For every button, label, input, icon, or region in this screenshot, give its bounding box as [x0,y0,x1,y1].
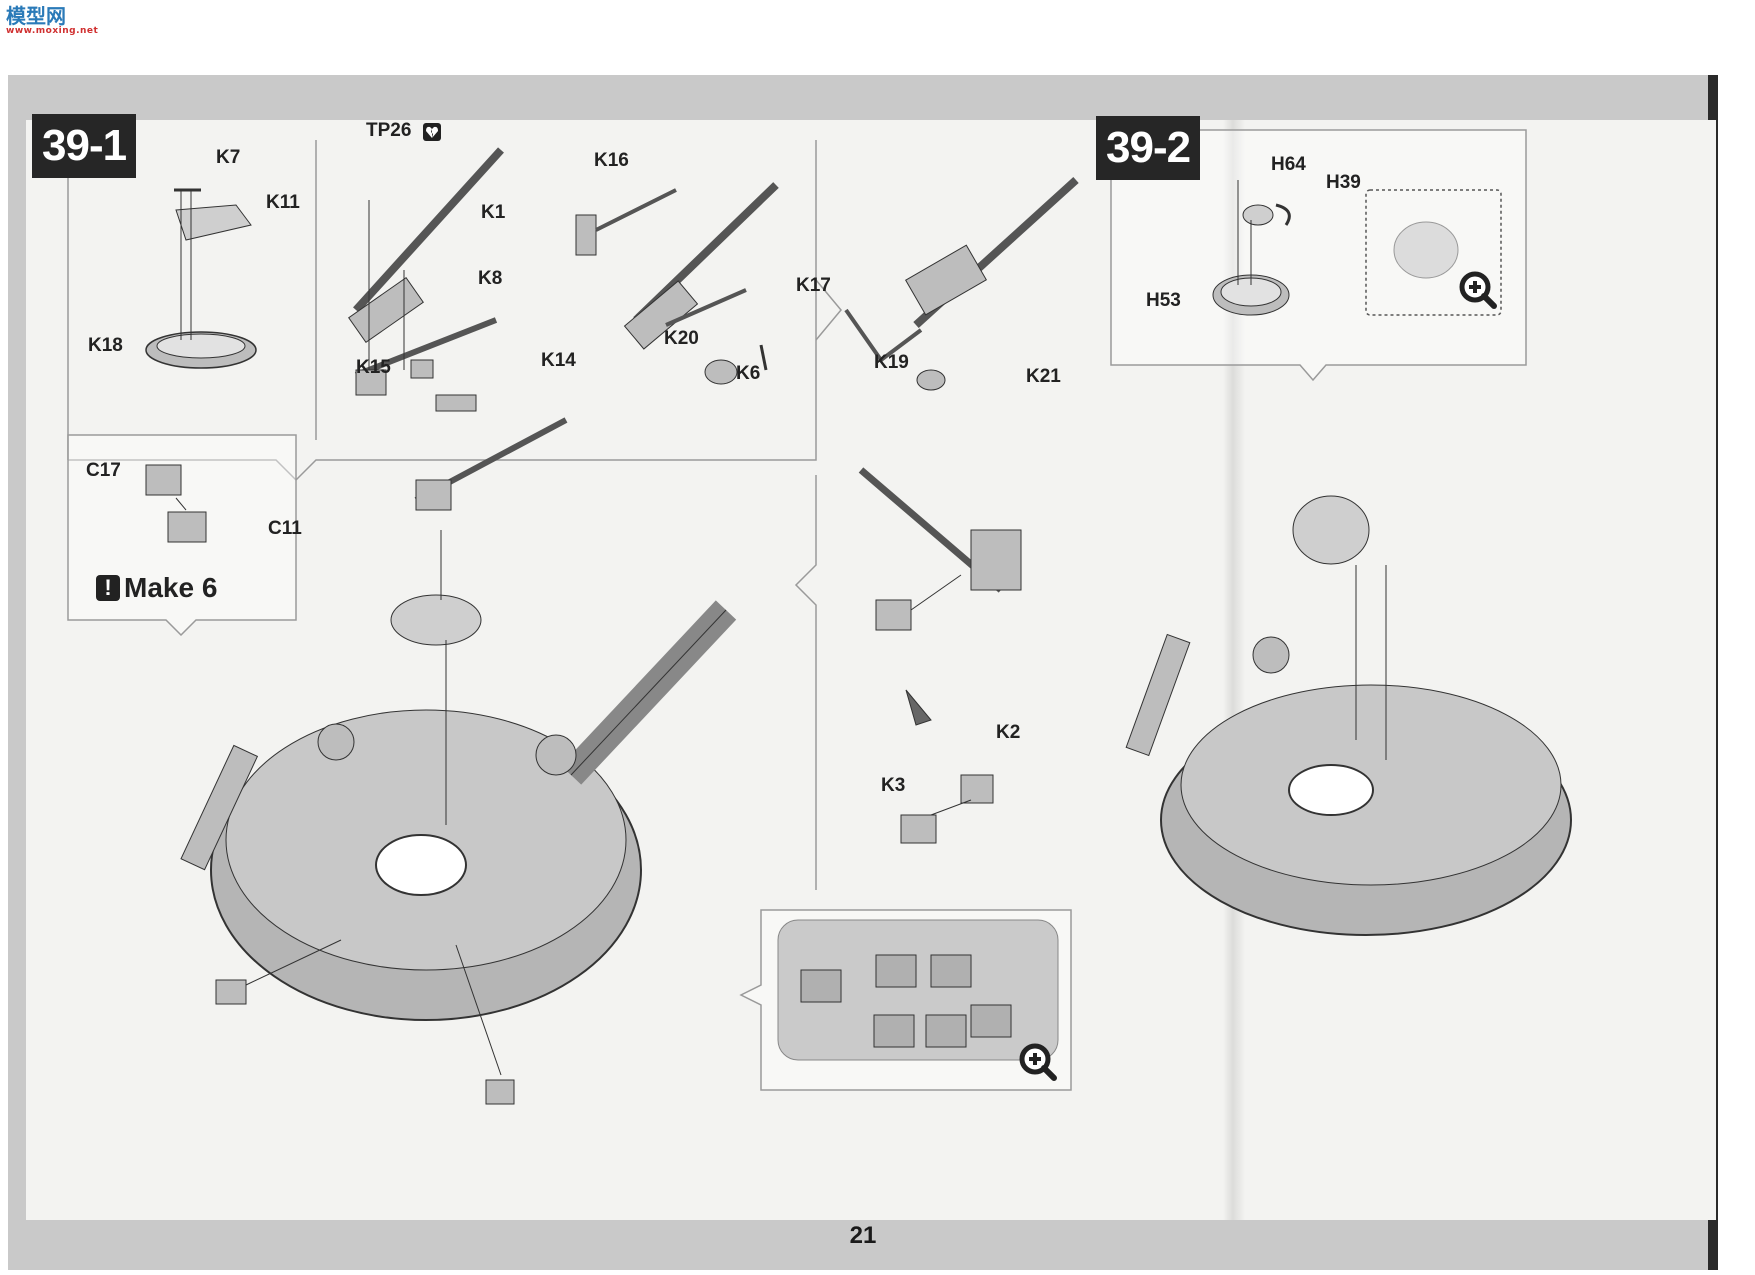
part-label-k8: K8 [478,268,503,289]
assembly-illustrations [67,129,1572,1105]
tank-turret-main [180,417,737,1105]
part-label-k11: K11 [266,192,300,213]
tank-turret-step39-2 [1125,495,1572,936]
machine-gun-assembly-1 [348,147,504,412]
machine-gun-assembly-3 [844,177,1079,391]
part-label-k20: K20 [664,328,699,349]
upper-panel-outline [67,140,817,482]
broken-heart-icon [423,123,441,141]
exclamation-icon: ! [96,575,120,601]
hatch-assembly [145,188,257,369]
part-label-k21: K21 [1026,366,1061,387]
part-label-k2: K2 [996,722,1021,743]
part-label-k16: K16 [594,150,629,171]
part-label-h53: H53 [1146,290,1181,311]
step-badge-39-1: 39-1 [32,114,137,178]
step39-2-panel-outline [1110,129,1527,382]
part-label-k6: K6 [736,363,761,384]
part-label-tp26: TP26 [366,120,412,141]
panel-pointer [815,279,842,341]
ammo-box-assembly [145,464,207,543]
zoom-in-icon [1019,1043,1057,1081]
part-label-h64: H64 [1271,154,1306,175]
part-label-k14: K14 [541,350,576,371]
middle-panel-outline [794,475,817,890]
cupola-detail-frame [1365,189,1502,316]
part-label-k7: K7 [216,147,241,168]
part-label-h39: H39 [1326,172,1361,193]
zoom-in-icon [1459,271,1497,309]
cupola-detail-image [1393,221,1459,279]
make-6-text: Make 6 [124,572,218,603]
step-badge-39-2: 39-2 [1096,116,1201,180]
part-label-k1: K1 [481,202,506,223]
machine-gun-assembly-4 [858,467,1022,844]
instruction-sheet: 39-1 39-2 K7 K11 K18 TP26 K1 K8 K15 K14 … [8,75,1718,1270]
detail-ammo-boxes [800,954,1012,1048]
watermark-logo: 模型网 www.moxing.net [6,4,99,36]
direction-arrow [905,689,932,726]
part-label-k17: K17 [796,275,831,296]
cupola-assembly [1212,180,1291,316]
part-label-k19: K19 [874,352,909,373]
make-6-note: ! Make 6 [96,572,217,604]
part-label-k3: K3 [881,775,906,796]
page-area: 39-1 39-2 K7 K11 K18 TP26 K1 K8 K15 K14 … [26,114,1716,1220]
part-label-k18: K18 [88,335,123,356]
part-label-k15: K15 [356,357,391,378]
part-label-c11: C11 [268,518,302,539]
machine-gun-assembly-2 [575,182,779,385]
page-number: 21 [849,1222,877,1249]
part-label-c17: C17 [86,460,121,481]
page-fold [1223,120,1245,1220]
